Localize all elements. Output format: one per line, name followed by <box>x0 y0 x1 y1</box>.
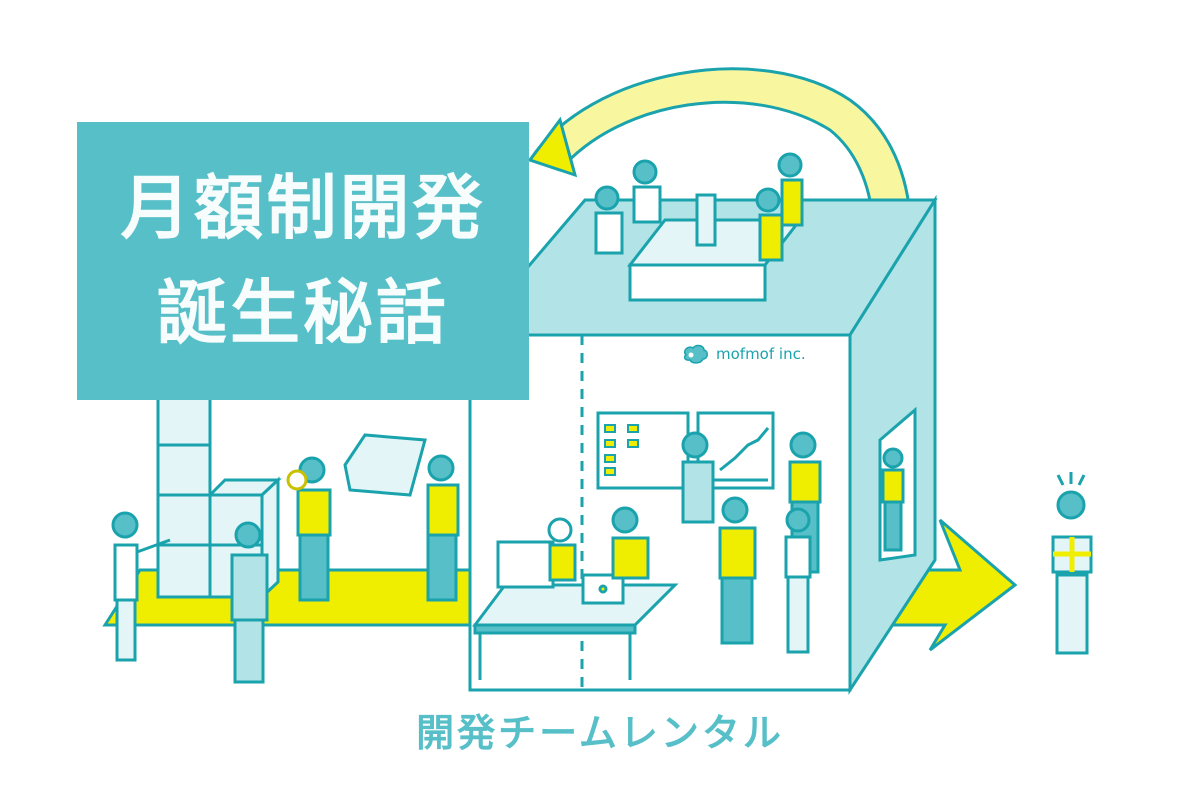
sheep-icon <box>683 344 708 364</box>
people-group <box>111 152 1093 684</box>
caption: 開発チームレンタル <box>416 711 784 755</box>
magnifier-person <box>286 456 332 602</box>
title-line-1: 月額制開発 <box>120 167 486 249</box>
title-line-2: 誕生秘話 <box>157 272 449 354</box>
company-logo-text: mofmof inc. <box>716 345 806 363</box>
office-workers <box>547 431 822 654</box>
desk-with-computer <box>472 540 679 680</box>
person-in-doorway <box>881 447 905 552</box>
person-with-note <box>230 521 269 684</box>
box-carrying-person <box>343 433 460 602</box>
rooftop-people <box>594 152 804 262</box>
kanban-board <box>596 411 690 490</box>
presenter <box>681 431 715 524</box>
person-receiving-gift <box>1051 472 1093 655</box>
company-logo: mofmof inc. <box>680 343 806 365</box>
title-banner: 月額制開発 誕生秘話 <box>77 122 529 400</box>
person-pointing <box>111 511 171 662</box>
